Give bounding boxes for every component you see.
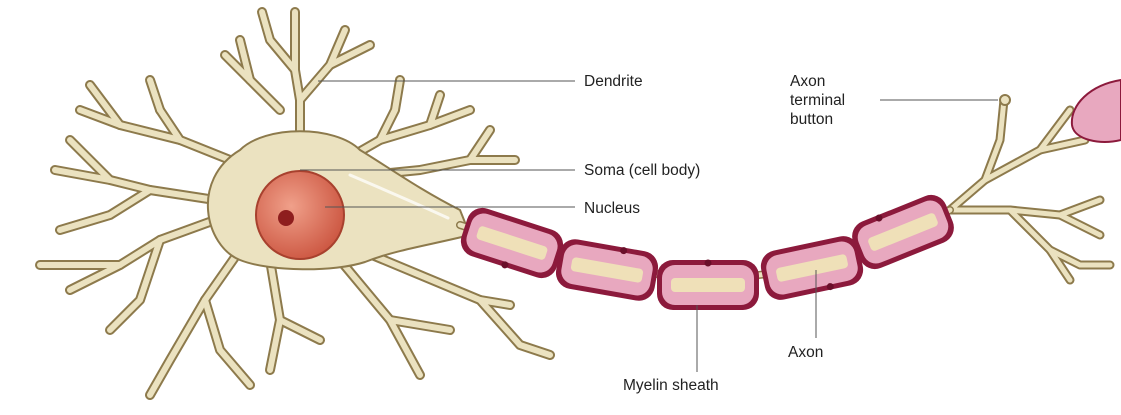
label-axon: Axon bbox=[788, 343, 823, 362]
label-axon-terminal-button: Axon terminal button bbox=[790, 72, 845, 129]
myelin-segment bbox=[847, 190, 959, 274]
myelin-segment bbox=[553, 236, 660, 303]
label-dendrite: Dendrite bbox=[584, 72, 643, 91]
terminal-knob bbox=[1000, 95, 1010, 105]
label-soma: Soma (cell body) bbox=[584, 161, 700, 180]
nucleolus bbox=[278, 210, 294, 226]
myelin-segment bbox=[456, 204, 567, 284]
axon-terminal-button bbox=[1072, 80, 1121, 142]
nucleus bbox=[256, 171, 344, 259]
myelin-sheath bbox=[456, 190, 958, 310]
label-myelin-sheath: Myelin sheath bbox=[623, 376, 719, 395]
myelin-segment bbox=[657, 260, 759, 311]
label-nucleus: Nucleus bbox=[584, 199, 640, 218]
myelin-segment bbox=[758, 233, 866, 303]
